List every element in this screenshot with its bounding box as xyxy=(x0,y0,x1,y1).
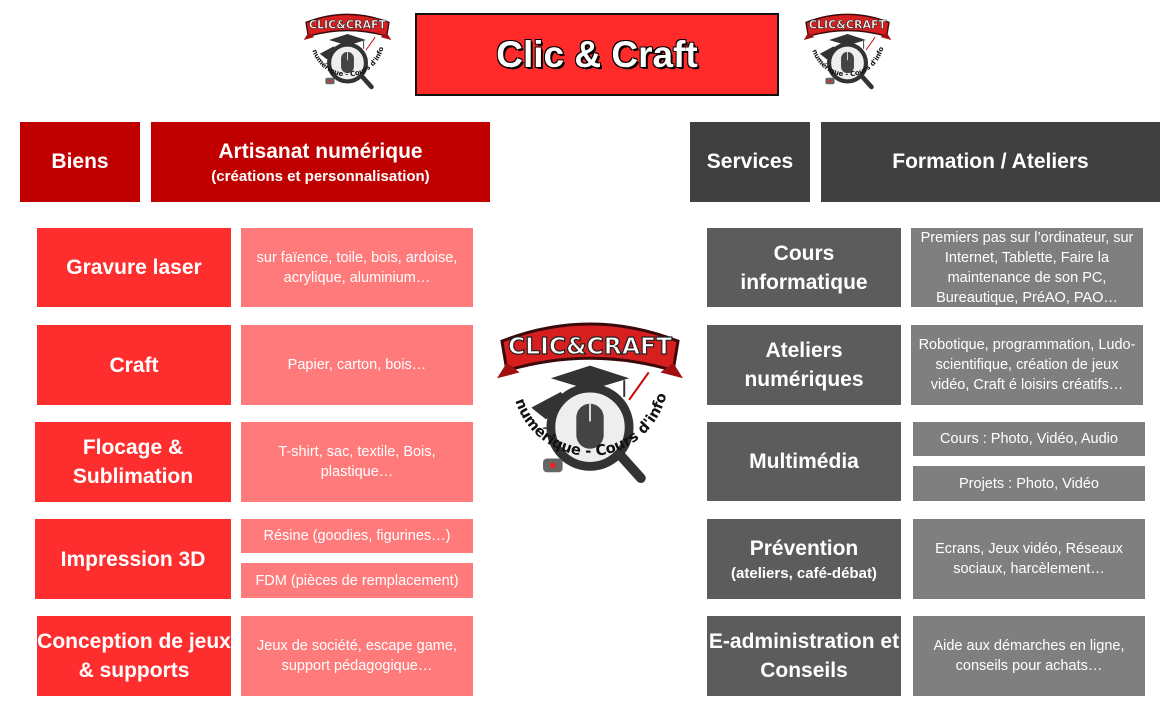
label-prevention: Prévention (ateliers, café-débat) xyxy=(707,519,901,599)
header-artisanat: Artisanat numérique (créations et person… xyxy=(151,122,490,202)
clic-craft-emblem-icon: CLIC&CRAFT Artisanat numérique - Cours d… xyxy=(798,0,892,90)
label-gravure-laser: Gravure laser xyxy=(37,228,231,307)
detail-prevention: Ecrans, Jeux vidéo, Réseaux sociaux, har… xyxy=(913,519,1145,599)
header-formation: Formation / Ateliers xyxy=(821,122,1160,202)
label-ateliers-numeriques: Ateliers numériques xyxy=(707,325,901,405)
label-prevention-title: Prévention xyxy=(749,536,859,560)
clic-craft-emblem-icon: CLIC&CRAFT Artisanat numérique - Cours d… xyxy=(485,289,683,483)
svg-text:CLIC&CRAFT: CLIC&CRAFT xyxy=(508,332,672,360)
detail-fdm: FDM (pièces de remplacement) xyxy=(241,563,473,598)
detail-cours-informatique: Premiers pas sur l’ordinateur, sur Inter… xyxy=(911,228,1143,307)
detail-craft: Papier, carton, bois… xyxy=(241,325,473,405)
logo-left: CLIC&CRAFT Artisanat numérique - Cours d… xyxy=(298,0,395,110)
label-e-administration: E-administration et Conseils xyxy=(707,616,901,696)
header-artisanat-title: Artisanat numérique xyxy=(218,139,423,163)
detail-multimedia-cours: Cours : Photo, Vidéo, Audio xyxy=(913,422,1145,456)
detail-flocage: T-shirt, sac, textile, Bois, plastique… xyxy=(241,422,473,502)
detail-e-administration: Aide aux démarches en ligne, conseils po… xyxy=(913,616,1145,696)
logo-center: CLIC&CRAFT Artisanat numérique - Cours d… xyxy=(485,289,688,527)
label-prevention-sub: (ateliers, café-débat) xyxy=(731,564,877,582)
label-multimedia: Multimédia xyxy=(707,422,901,501)
detail-conception-jeux: Jeux de société, escape game, support pé… xyxy=(241,616,473,696)
detail-multimedia-projets: Projets : Photo, Vidéo xyxy=(913,466,1145,501)
header-artisanat-sub: (créations et personnalisation) xyxy=(211,167,430,185)
label-conception-jeux: Conception de jeux & supports xyxy=(37,616,231,696)
detail-resine: Résine (goodies, figurines…) xyxy=(241,519,473,553)
clic-craft-emblem-icon: CLIC&CRAFT Artisanat numérique - Cours d… xyxy=(298,0,392,90)
page-title: Clic & Craft xyxy=(415,13,779,96)
label-craft: Craft xyxy=(37,325,231,405)
label-flocage: Flocage & Sublimation xyxy=(35,422,231,502)
logo-right: CLIC&CRAFT Artisanat numérique - Cours d… xyxy=(798,0,895,110)
header-biens: Biens xyxy=(20,122,140,202)
svg-text:CLIC&CRAFT: CLIC&CRAFT xyxy=(809,18,887,31)
detail-ateliers-numeriques: Robotique, programmation, Ludo-scientifi… xyxy=(911,325,1143,405)
svg-text:CLIC&CRAFT: CLIC&CRAFT xyxy=(309,18,387,31)
header-services: Services xyxy=(690,122,810,202)
label-cours-informatique: Cours informatique xyxy=(707,228,901,307)
label-impression-3d: Impression 3D xyxy=(35,519,231,599)
detail-gravure-laser: sur faïence, toile, bois, ardoise, acryl… xyxy=(241,228,473,307)
